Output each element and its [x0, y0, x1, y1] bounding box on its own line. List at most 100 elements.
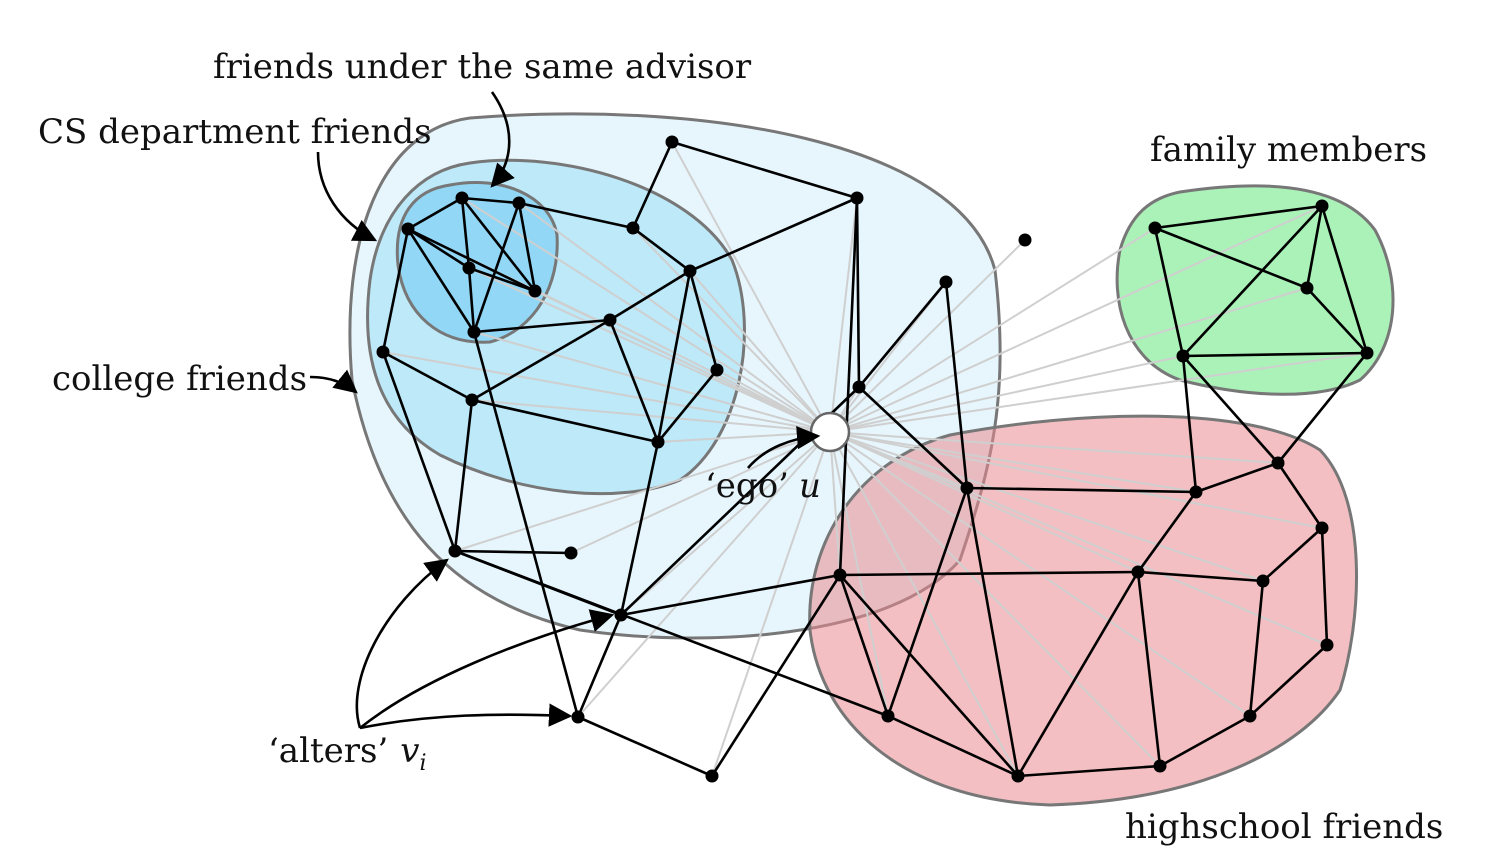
- alter-node: [512, 196, 526, 210]
- family-members-region: [1115, 184, 1395, 396]
- network-edge: [965, 487, 1020, 777]
- network-edge: [468, 266, 536, 293]
- alter-node: [710, 363, 724, 377]
- network-edge: [1182, 355, 1279, 464]
- network-edge: [656, 369, 719, 443]
- ego-arrow: [747, 425, 821, 469]
- network-edge: [1017, 764, 1161, 778]
- network-edge: [471, 318, 611, 402]
- ego-tie: [711, 431, 831, 777]
- network-edge: [1181, 355, 1198, 493]
- alter-node: [1315, 521, 1329, 535]
- ego-tie: [632, 227, 831, 433]
- network-edge: [1182, 351, 1368, 358]
- network-edge: [855, 197, 861, 388]
- network-edge: [1195, 461, 1279, 494]
- network-edge: [406, 228, 476, 333]
- alters-quote: ‘alters’: [268, 731, 388, 771]
- alter-node: [665, 135, 679, 149]
- network-edge: [886, 487, 969, 717]
- network-edge: [966, 486, 1197, 494]
- alter-node: [1300, 281, 1314, 295]
- ego-quote: ‘ego’: [705, 466, 789, 506]
- alter-node: [376, 345, 390, 359]
- network-edge: [1248, 580, 1265, 717]
- network-edge: [382, 350, 473, 402]
- alters-variable: v: [400, 731, 419, 771]
- advisor-label: friends under the same advisor: [213, 47, 752, 87]
- ego-variable: u: [799, 466, 821, 506]
- ego-tie: [534, 290, 831, 433]
- network-edge: [944, 281, 969, 489]
- alter-node: [683, 264, 697, 278]
- ego-tie: [620, 431, 831, 616]
- alter-node: [455, 191, 469, 205]
- ego-tie: [829, 431, 1323, 529]
- network-edge: [1320, 527, 1329, 646]
- ego-node: [809, 411, 851, 453]
- network-edge: [688, 270, 719, 371]
- alter-node: [528, 284, 542, 298]
- alter-node: [462, 261, 476, 275]
- network-edge: [453, 399, 474, 552]
- ego-tie: [829, 227, 1156, 433]
- highschool-friends-region: [808, 414, 1358, 807]
- alter-node: [705, 769, 719, 783]
- alter-node: [1256, 574, 1270, 588]
- network-edge: [407, 227, 536, 293]
- ego-tie: [829, 431, 1161, 767]
- network-edge: [838, 197, 859, 576]
- alters-label: ‘alters’ vi: [268, 731, 427, 776]
- alter-node: [1320, 638, 1334, 652]
- alter-node: [603, 313, 617, 327]
- ego-label: ‘ego’u: [705, 466, 821, 506]
- ego-tie: [609, 319, 831, 433]
- alter-node: [1243, 709, 1257, 723]
- alter-node: [1011, 769, 1025, 783]
- network-edge: [454, 549, 572, 555]
- network-edge: [632, 226, 691, 273]
- ego-tie: [829, 197, 858, 433]
- ego-tie: [716, 369, 831, 433]
- network-edge: [1320, 205, 1369, 354]
- ego-tie: [577, 431, 831, 718]
- network-edge: [517, 202, 537, 292]
- network-edge: [472, 202, 521, 333]
- network-edge: [1137, 570, 1264, 583]
- network-edge: [407, 196, 463, 231]
- network-edge: [1262, 527, 1323, 582]
- ego-tie: [689, 270, 831, 433]
- network-edge: [1136, 571, 1162, 767]
- ego-tie: [829, 431, 1279, 464]
- network-edge: [1182, 205, 1323, 357]
- ego-tie: [468, 267, 831, 433]
- alter-node: [651, 435, 665, 449]
- network-edge: [839, 570, 1139, 577]
- network-edge: [407, 227, 470, 270]
- network-edge: [656, 270, 692, 443]
- alter-node: [448, 544, 462, 558]
- alter-node: [881, 709, 895, 723]
- ego-tie: [829, 287, 1308, 433]
- network-edge: [620, 573, 841, 617]
- alter-node: [1271, 456, 1285, 470]
- network-edge: [1276, 352, 1369, 464]
- network-edge: [689, 196, 858, 273]
- alter-node: [401, 222, 415, 236]
- alter-node: [1018, 233, 1032, 247]
- alter-node: [1360, 346, 1374, 360]
- alters-subscript: i: [419, 751, 426, 776]
- ego-tie: [829, 431, 1139, 573]
- alter-node: [1315, 199, 1329, 213]
- network-edge: [671, 140, 858, 200]
- alter-node: [564, 546, 578, 560]
- network-edge: [1016, 571, 1140, 777]
- alter-node: [626, 221, 640, 235]
- highschool-friends-label: highschool friends: [1125, 807, 1443, 847]
- alter-node: [960, 481, 974, 495]
- ego-tie: [671, 141, 831, 433]
- network-edge: [472, 331, 580, 718]
- alter-node: [1153, 759, 1167, 773]
- network-edge: [576, 614, 623, 718]
- alter-node: [465, 393, 479, 407]
